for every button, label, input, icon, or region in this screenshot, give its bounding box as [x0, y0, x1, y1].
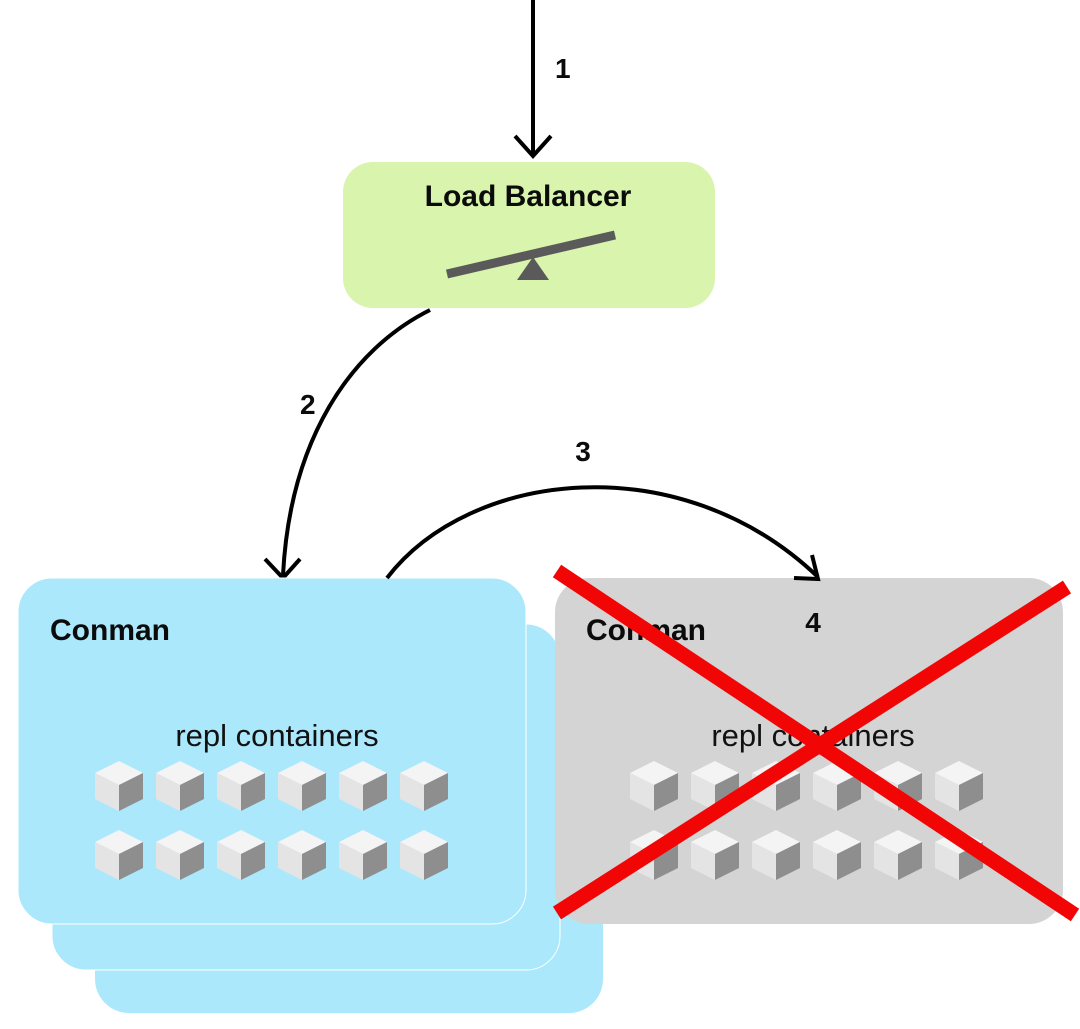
- container-cube-icon: [156, 761, 204, 811]
- arrow-route-to-conman: [263, 308, 431, 581]
- seesaw-icon: [445, 230, 617, 280]
- container-cube-icon: [691, 830, 739, 880]
- container-cube-icon: [813, 830, 861, 880]
- container-cube-icon: [95, 761, 143, 811]
- conman-active-box: [17, 577, 527, 925]
- container-cube-icon: [278, 830, 326, 880]
- container-cube-icon: [630, 761, 678, 811]
- failure-cross-icon: [552, 564, 1080, 922]
- step-label-2: 2: [300, 389, 316, 420]
- arrow-forward-to-conman: [385, 485, 821, 582]
- conman-active-title: Conman: [50, 614, 170, 647]
- container-cube-icon: [339, 761, 387, 811]
- step-label-3: 3: [575, 436, 591, 467]
- conman-active-subtitle: repl containers: [175, 718, 378, 753]
- container-cube-icon: [752, 830, 800, 880]
- arrow-incoming-request: [513, 0, 553, 159]
- step-label-4: 4: [805, 607, 821, 638]
- container-cube-icon: [339, 830, 387, 880]
- load-balancer-box: [343, 162, 715, 308]
- step-label-1: 1: [555, 53, 571, 84]
- container-cube-icon: [217, 761, 265, 811]
- container-cube-icon: [217, 830, 265, 880]
- load-balancer-node[interactable]: Load Balancer: [343, 162, 715, 308]
- container-cube-icon: [95, 830, 143, 880]
- container-cube-icon: [156, 830, 204, 880]
- container-cube-icon: [400, 761, 448, 811]
- repl-containers-grid-active: [95, 761, 448, 880]
- container-cube-icon: [935, 761, 983, 811]
- conman-active-node[interactable]: Conman repl containers: [17, 577, 527, 925]
- container-cube-icon: [278, 761, 326, 811]
- load-balancer-title: Load Balancer: [425, 180, 632, 213]
- container-cube-icon: [874, 830, 922, 880]
- container-cube-icon: [400, 830, 448, 880]
